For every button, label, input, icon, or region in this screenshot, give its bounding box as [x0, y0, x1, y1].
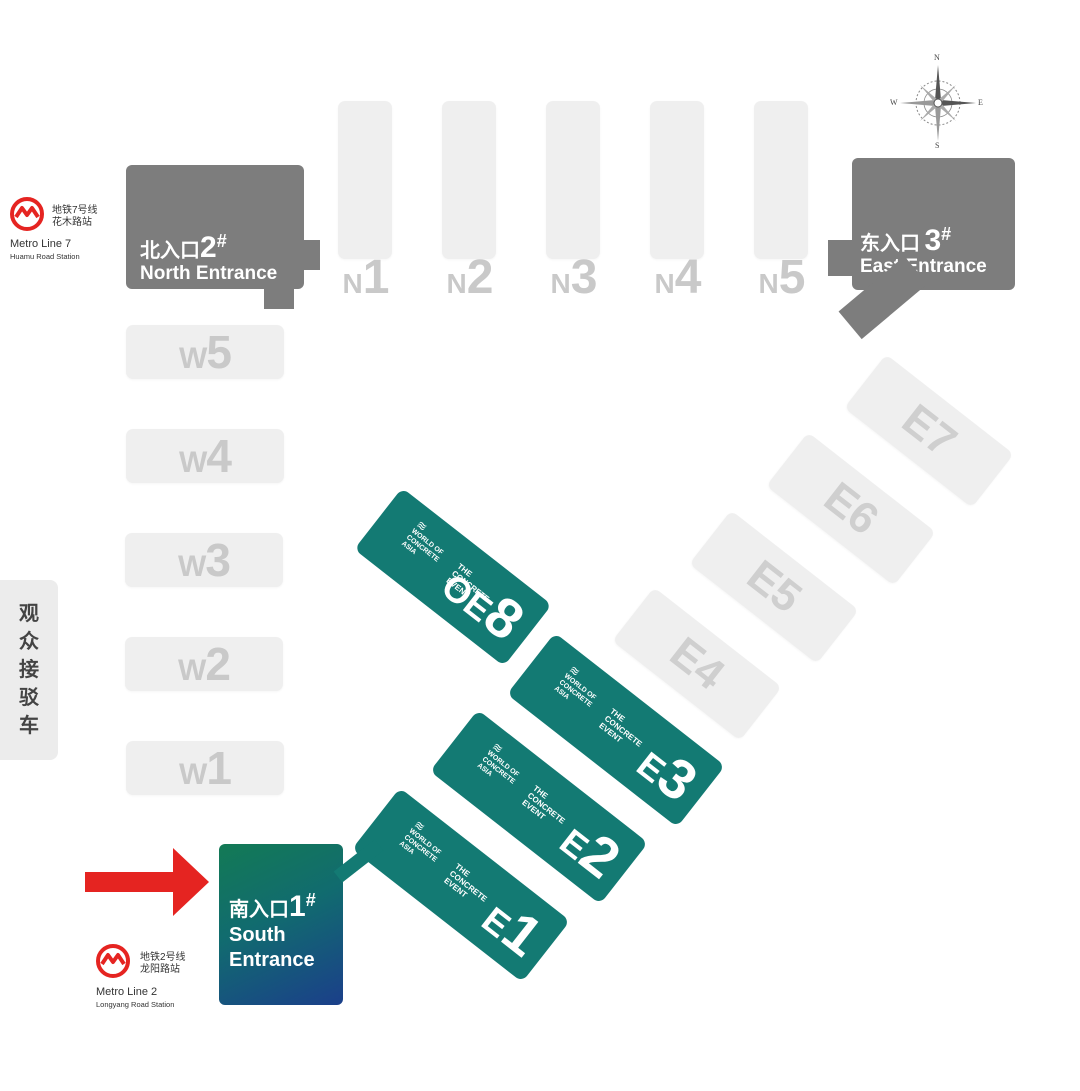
hall-w4[interactable]: W4 — [126, 429, 284, 483]
east-entrance-connector — [828, 240, 856, 276]
shuttle-char: 接 — [19, 659, 39, 681]
north-entrance-connector — [264, 285, 294, 309]
hall-w3[interactable]: W3 — [125, 533, 283, 587]
metro-north-en: Metro Line 7 — [10, 238, 72, 250]
hall-oe8[interactable]: ≋ WORLD OF CONCRETE ASIA THE CONCRETE EV… — [354, 487, 552, 667]
woc-logo: ≋ WORLD OF CONCRETE ASIA — [393, 517, 456, 581]
north-entrance-en: North Entrance — [140, 263, 278, 284]
south-entrance-en2: Entrance — [229, 949, 315, 971]
metro-north-en-sub: Huamu Road Station — [10, 252, 80, 261]
metro-logo-icon — [96, 944, 130, 978]
arrow-right-icon — [85, 848, 209, 916]
hall-n1[interactable]: N1 — [338, 101, 392, 303]
hall-oe8-label: OE8 — [434, 565, 536, 653]
shuttle-bus-area[interactable]: 观 众 接 驳 车 — [0, 580, 58, 760]
hall-w4-label: W4 — [179, 430, 232, 482]
compass-rose-icon — [900, 65, 976, 141]
east-entrance-label: 东入口 3# — [860, 224, 952, 257]
metro-north-cn: 地铁7号线花木路站 — [52, 205, 98, 228]
compass-n: N — [934, 53, 940, 62]
south-entrance-en1: South — [229, 924, 286, 946]
metro-south-en: Metro Line 2 — [96, 986, 158, 998]
hall-n3-label: N3 — [550, 251, 598, 304]
hall-n4[interactable]: N4 — [650, 101, 704, 303]
hall-w2-label: W2 — [178, 638, 231, 690]
shuttle-char: 驳 — [19, 687, 39, 709]
hall-n5[interactable]: N5 — [754, 101, 808, 303]
metro-south-en-sub: Longyang Road Station — [96, 1000, 175, 1009]
compass: N S W E — [890, 53, 986, 151]
hall-w5-label: W5 — [179, 326, 232, 378]
hall-n4-label: N4 — [654, 251, 702, 304]
compass-s: S — [935, 141, 940, 150]
hall-w1-label: W1 — [179, 742, 232, 794]
woc-logo: ≋ WORLD OF CONCRETE ASIA — [469, 739, 532, 803]
shuttle-char: 观 — [19, 603, 39, 625]
north-entrance[interactable]: 北入口2# North Entrance — [126, 165, 304, 289]
hall-w2[interactable]: W2 — [125, 637, 283, 691]
hall-w5[interactable]: W5 — [126, 325, 284, 379]
compass-e: E — [978, 98, 983, 107]
hall-n5-label: N5 — [758, 251, 806, 304]
shuttle-char: 车 — [19, 715, 39, 737]
hall-n3[interactable]: N3 — [546, 101, 600, 303]
hall-w3-label: W3 — [178, 534, 231, 586]
metro-south-cn: 地铁2号线龙阳路站 — [140, 952, 186, 975]
east-entrance-en: East Entrance — [860, 256, 987, 277]
woc-logo: ≋ WORLD OF CONCRETE ASIA — [546, 662, 609, 726]
north-entrance-connector — [300, 240, 320, 270]
shuttle-char: 众 — [19, 631, 39, 653]
metro-logo-icon — [10, 197, 44, 231]
south-entrance-label: 南入口1# — [229, 890, 316, 923]
south-entrance[interactable]: 南入口1# South Entrance — [219, 844, 343, 1005]
compass-w: W — [890, 98, 898, 107]
hall-n2-label: N2 — [446, 251, 494, 304]
hall-n2[interactable]: N2 — [442, 101, 496, 303]
woc-logo: ≋ WORLD OF CONCRETE ASIA — [391, 817, 454, 881]
east-entrance[interactable]: 东入口 3# East Entrance — [852, 158, 1015, 290]
north-entrance-label: 北入口2# — [140, 231, 227, 264]
hall-n1-label: N1 — [342, 251, 390, 304]
hall-w1[interactable]: W1 — [126, 741, 284, 795]
